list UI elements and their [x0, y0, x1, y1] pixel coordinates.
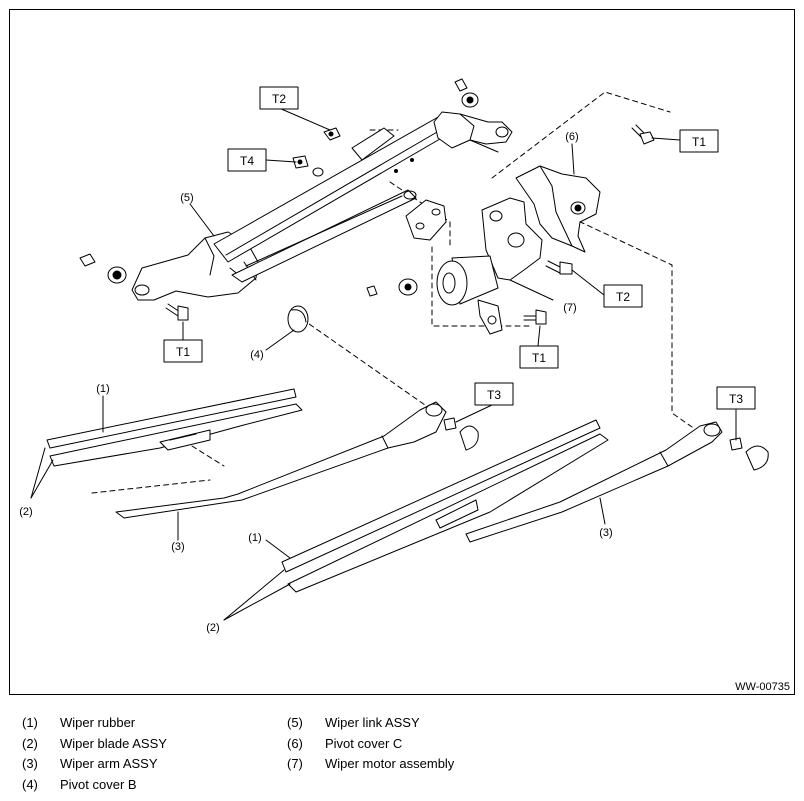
torque-box-t4 — [227, 148, 267, 172]
torque-box-t2-right — [603, 284, 643, 308]
wiper-arm-left — [115, 401, 447, 519]
callout-5: (5) — [180, 192, 193, 204]
bolt-t1-mid — [523, 309, 547, 325]
callout-2-right: (2) — [206, 622, 219, 634]
torque-labels: T2 T4 T1 T2 T1 T1 T3 T3 — [176, 92, 743, 406]
legend-num: (1) — [22, 715, 38, 730]
callout-6: (6) — [565, 131, 578, 143]
callout-3-left: (3) — [171, 541, 184, 553]
legend-item: (6) Pivot cover C — [265, 734, 454, 755]
callout-3-right: (3) — [599, 527, 612, 539]
wiper-arm-right — [465, 421, 723, 543]
torque-label-t2-right: T2 — [616, 290, 630, 304]
torque-box-t1-mid — [519, 345, 559, 369]
legend-num: (6) — [287, 735, 303, 751]
legend-label: Wiper motor assembly — [325, 756, 455, 772]
torque-label-t1-mid: T1 — [532, 351, 546, 365]
legend-item: (2) Wiper blade ASSY — [0, 734, 167, 755]
legend-num: (2) — [22, 735, 38, 751]
legend-item: (4) Pivot cover B — [0, 775, 167, 796]
legend-item: (3) Wiper arm ASSY — [0, 754, 167, 775]
pivot-cover-b — [287, 305, 309, 333]
callout-1-left: (1) — [96, 383, 109, 395]
torque-box-t2-top — [259, 86, 299, 110]
torque-boxes — [163, 86, 756, 410]
pivot-cover-c — [515, 165, 601, 253]
torque-box-t1-top — [679, 129, 719, 153]
legend-label: Pivot cover B — [60, 777, 137, 793]
torque-label-t3-right: T3 — [729, 392, 743, 406]
nut-t2-top — [323, 127, 341, 141]
torque-box-t3-right — [716, 386, 756, 410]
legend-label: Wiper link ASSY — [325, 715, 420, 730]
torque-label-t4: T4 — [240, 154, 254, 168]
legend-right-column: (5) Wiper link ASSY (6) Pivot cover C (7) W… — [265, 713, 454, 775]
callout-2-left: (2) — [19, 506, 32, 518]
wiper-blade-right — [281, 419, 609, 593]
legend-label: Wiper rubber — [60, 715, 136, 730]
torque-box-t3-mid — [474, 382, 514, 406]
nut-t4 — [292, 155, 324, 177]
callouts: (5) (6) (4) (7) (1) (2) (3) (1) (2) (3) — [19, 131, 612, 634]
legend-num: (4) — [22, 777, 38, 793]
wiper-link-assy — [131, 111, 513, 301]
legend-label: Wiper blade ASSY — [60, 735, 167, 751]
callout-4: (4) — [250, 349, 263, 361]
leader-lines — [30, 107, 737, 621]
torque-label-t3-mid: T3 — [487, 388, 501, 402]
bolt-t1-top — [631, 124, 655, 145]
legend-item: (1) Wiper rubber — [0, 713, 167, 734]
legend-label: Pivot cover C — [325, 735, 403, 751]
nut-t3-right — [729, 437, 769, 471]
legend-left-column: (1) Wiper rubber (2) Wiper blade ASSY (3) W… — [0, 713, 167, 796]
legend-item: (5) Wiper link ASSY — [265, 713, 454, 734]
wiper-motor-assembly — [366, 197, 543, 335]
wiper-blade-left — [46, 388, 303, 467]
diagram-frame — [9, 9, 795, 695]
top-bushing — [454, 78, 479, 108]
exploded-diagram: T2 T4 T1 T2 T1 T1 T3 T3 (5) (6) (4) (7) … — [19, 78, 769, 634]
legend-num: (5) — [287, 715, 303, 730]
left-bushing — [79, 253, 127, 284]
callout-7: (7) — [563, 302, 576, 314]
nut-t3-mid — [443, 417, 479, 451]
bolt-t2-right — [545, 260, 573, 275]
legend-item: (7) Wiper motor assembly — [265, 754, 454, 775]
torque-label-t1-left: T1 — [176, 345, 190, 359]
callout-1-right: (1) — [248, 532, 261, 544]
legend-num: (3) — [22, 756, 38, 772]
torque-label-t1-top: T1 — [692, 135, 706, 149]
legend-num: (7) — [287, 756, 303, 772]
torque-box-t1-left — [163, 339, 203, 363]
figure-id: WW-00735 — [735, 681, 790, 693]
legend-label: Wiper arm ASSY — [60, 756, 158, 772]
bolt-t1-left — [165, 303, 189, 321]
torque-label-t2-top: T2 — [272, 92, 286, 106]
